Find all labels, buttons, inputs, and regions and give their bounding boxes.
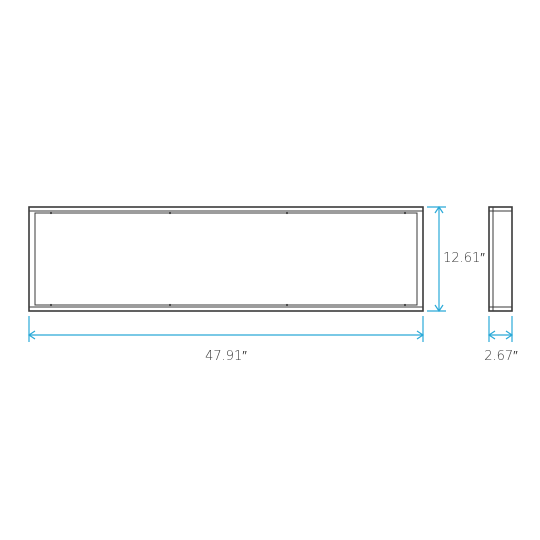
width-label: 47.91″ bbox=[205, 349, 247, 364]
side-outer-frame bbox=[488, 206, 513, 312]
width-dimension: 47.91″ bbox=[27, 316, 425, 364]
height-dimension: 12.61″ bbox=[427, 205, 485, 313]
height-label: 12.61″ bbox=[443, 251, 485, 266]
height-arrow-top bbox=[434, 205, 444, 214]
screw-top-4 bbox=[403, 211, 407, 215]
screw-top-3 bbox=[285, 211, 289, 215]
depth-dimension: 2.67″ bbox=[484, 316, 518, 364]
depth-arrow-left bbox=[487, 330, 496, 340]
width-arrow-right bbox=[416, 330, 425, 340]
screw-bottom-2 bbox=[168, 303, 172, 307]
screw-bottom-1 bbox=[49, 303, 53, 307]
screw-top-1 bbox=[49, 211, 53, 215]
screw-bottom-4 bbox=[403, 303, 407, 307]
depth-label: 2.67″ bbox=[484, 349, 518, 364]
front-outer-frame bbox=[28, 206, 424, 312]
height-arrow-bottom bbox=[434, 304, 444, 313]
depth-arrow-right bbox=[505, 330, 514, 340]
width-arrow-left bbox=[27, 330, 36, 340]
front-view bbox=[28, 206, 424, 312]
front-inner-frame bbox=[34, 212, 418, 306]
side-view bbox=[488, 206, 513, 312]
screw-top-2 bbox=[168, 211, 172, 215]
screw-bottom-3 bbox=[285, 303, 289, 307]
